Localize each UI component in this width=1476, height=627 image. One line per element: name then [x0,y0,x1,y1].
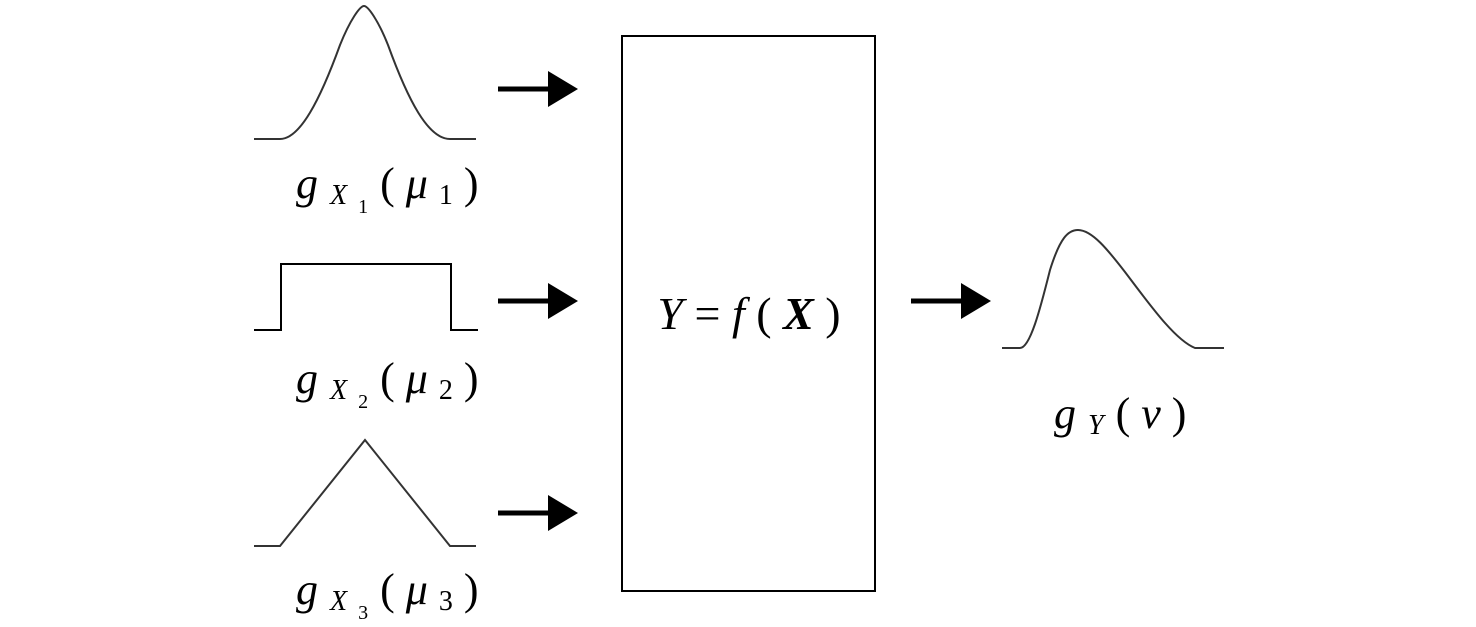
input-distribution-2: g X 2 ( μ 2 ) [254,263,578,418]
system-box [621,35,876,592]
subscript-index: 3 [358,602,368,624]
output-variable: Y [657,288,687,339]
open-paren: ( [380,159,395,208]
output-distribution: g Y ( v ) [911,228,1224,444]
subscript-index: 2 [358,391,368,413]
close-paren: ) [464,565,479,614]
input-distribution-1: g X 1 ( μ 1 ) [254,4,578,223]
open-paren: ( [1116,389,1131,438]
open-paren: ( [756,288,771,339]
argument-symbol: v [1141,389,1161,438]
argument-symbol: μ [405,354,428,403]
input-vector: X [781,288,815,339]
input-label-3: g X 3 ( μ 3 ) [296,565,479,627]
skewed-bell-curve-shape [1002,228,1224,349]
rectangle-shape [254,263,478,331]
subscript-index: 1 [358,196,368,218]
system-model: Y = f ( X ) [621,35,876,592]
input-label-1: g X 1 ( μ 1 ) [296,159,479,223]
input-label-2: g X 2 ( μ 2 ) [296,354,479,418]
close-paren: ) [464,354,479,403]
function-symbol: g [296,565,318,614]
argument-index: 3 [439,586,453,617]
triangle-shape [254,438,476,547]
subscript-variable: X [329,375,348,406]
function-symbol: g [296,354,318,403]
function-f: f [732,288,751,339]
close-paren: ) [825,288,840,339]
close-paren: ) [1172,389,1187,438]
function-symbol: g [1054,389,1076,438]
argument-index: 2 [439,375,453,406]
subscript-variable: Y [1088,410,1107,441]
equals-sign: = [695,288,721,339]
system-function-label: Y = f ( X ) [657,288,840,339]
output-label: g Y ( v ) [1054,389,1186,444]
argument-index: 1 [439,180,453,211]
argument-symbol: μ [405,565,428,614]
close-paren: ) [464,159,479,208]
subscript-variable: X [329,586,348,617]
argument-symbol: μ [405,159,428,208]
input-distribution-3: g X 3 ( μ 3 ) [254,438,578,627]
bell-curve-shape [254,4,476,140]
open-paren: ( [380,354,395,403]
subscript-variable: X [329,180,348,211]
open-paren: ( [380,565,395,614]
function-symbol: g [296,159,318,208]
